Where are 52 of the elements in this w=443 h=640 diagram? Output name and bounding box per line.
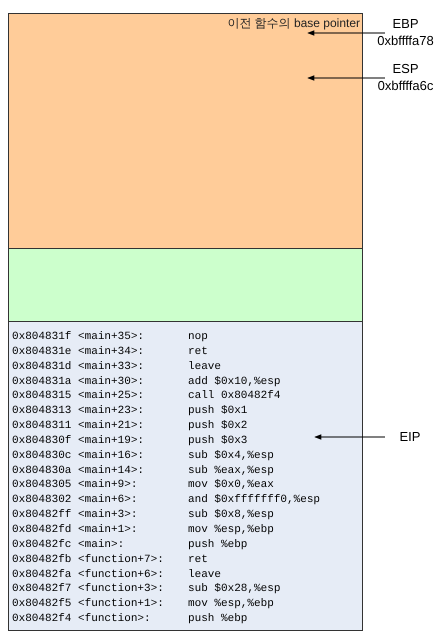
code-region [8, 321, 363, 631]
instruction-text: nop [188, 330, 209, 345]
instruction-text: ret [188, 344, 209, 360]
address-text: 0x804831a <main+30>: [12, 374, 146, 390]
address-text: 0x80482ff <main+3>: [12, 508, 138, 523]
address-text: 0x804830f <main+19>: [12, 434, 146, 449]
instruction-text: sub $0x4,%esp [188, 448, 275, 464]
address-text: 0x80482fd <main+1>: [12, 522, 138, 538]
pointer-arrow [307, 30, 386, 36]
address-text: 0x804831f <main+35>: [12, 330, 146, 345]
instruction-text: leave [188, 568, 222, 582]
address-text: 0x804830a <main+14>: [12, 464, 146, 478]
register-name: EBP [391, 15, 420, 32]
address-text: 0x80482fa <function+6>: [12, 568, 165, 582]
instruction-text: sub $0x8,%esp [188, 508, 275, 523]
address-text: 0x80482fb <function+7>: [12, 552, 165, 568]
pointer-arrow [307, 75, 386, 81]
instruction-text: sub %eax,%esp [188, 464, 275, 478]
address-text: 0x80482f7 <function+3>: [12, 582, 165, 598]
address-text: 0x80482f4 <function>: [12, 612, 152, 627]
address-text: 0x80482f5 <function+1>: [12, 597, 165, 612]
address-value: 0xbffffa78 [376, 32, 435, 49]
instruction-text: leave [188, 360, 222, 375]
address-value: 0xbffffa6c [376, 77, 434, 94]
address-text: 0x8048313 <main+23>: [12, 404, 146, 420]
address-text: 0x8048311 <main+21>: [12, 419, 146, 434]
instruction-text: push $0x3 [188, 434, 248, 449]
instruction-text: mov %esp,%ebp [188, 597, 275, 612]
address-text: 0x80482fc <main>: [12, 538, 126, 553]
region-caption: 이전 함수의 base pointer [227, 15, 360, 32]
register-name: EIP [398, 428, 422, 445]
instruction-text: call 0x80482f4 [188, 389, 282, 404]
instruction-text: ret [188, 552, 209, 568]
address-text: 0x8048305 <main+9>: [12, 478, 138, 494]
pointer-arrow [314, 434, 386, 440]
address-text: 0x8048315 <main+25>: [12, 389, 146, 404]
address-text: 0x8048302 <main+6>: [12, 493, 138, 508]
instruction-text: push $0x1 [188, 404, 248, 420]
instruction-text: mov %esp,%ebp [188, 522, 275, 538]
address-text: 0x804831e <main+34>: [12, 344, 146, 360]
instruction-text: push %ebp [188, 538, 248, 553]
instruction-text: add $0x10,%esp [188, 374, 282, 390]
stack-region [8, 13, 363, 249]
memory-region [8, 248, 363, 322]
instruction-text: mov $0x0,%eax [188, 478, 275, 494]
instruction-text: and $0xfffffff0,%esp [188, 493, 320, 508]
instruction-text: push $0x2 [188, 419, 248, 434]
address-text: 0x804831d <main+33>: [12, 360, 146, 375]
register-name: ESP [391, 60, 420, 77]
instruction-text: sub $0x28,%esp [188, 582, 282, 598]
instruction-text: push %ebp [188, 612, 248, 627]
address-text: 0x804830c <main+16>: [12, 448, 146, 464]
